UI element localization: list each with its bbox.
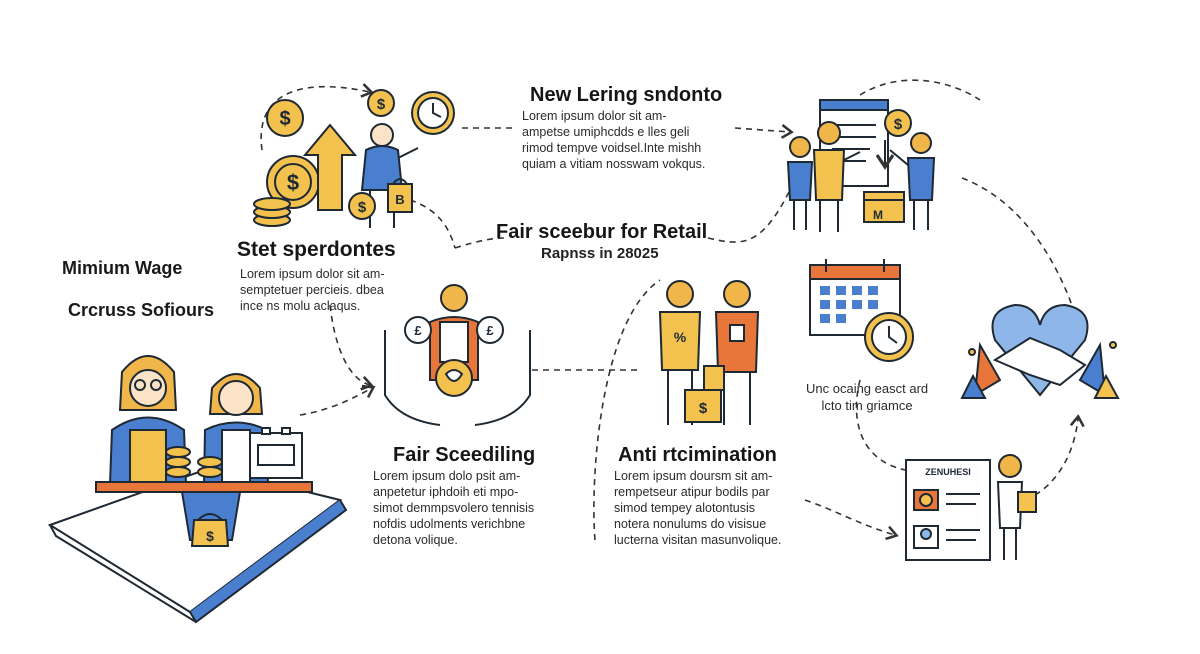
- svg-text:$: $: [358, 199, 367, 216]
- cashier-woman-icon: [108, 355, 188, 485]
- anti-discrimination-title: Anti rtcimination: [618, 444, 777, 466]
- dollar-coin-small-icon: $: [367, 89, 395, 117]
- connector-stet-up: [409, 199, 456, 249]
- fair-scheduling-title: Fair Sceediling: [393, 444, 536, 466]
- coin-stack-left-icon: [165, 446, 191, 478]
- connector-stet-down: [329, 304, 374, 391]
- calendar-caption: Unc ocaing easct ard lcto tim griamce: [806, 380, 928, 414]
- connector-newlearning-right: [734, 124, 794, 139]
- dollar-coin-board-icon: $: [884, 109, 912, 137]
- coin-stack-right-icon: [197, 456, 223, 478]
- cash-register-icon: [249, 427, 303, 479]
- fair-scheduling-illustration: £ £: [384, 284, 531, 426]
- svg-text:£: £: [486, 323, 494, 338]
- new-learning-title: New Lering sndonto: [530, 84, 723, 106]
- woman-figure-icon: [786, 136, 814, 230]
- connector-topleft: [260, 83, 374, 151]
- holding-hands-icon: [384, 330, 531, 426]
- businessman-icon: [360, 123, 419, 228]
- fair-scheduling-line: anpetetur iphdoih eti mpo-: [373, 485, 519, 499]
- cash-box-icon: $: [684, 365, 725, 423]
- svg-text:$: $: [699, 400, 708, 417]
- money-bag-icon: $: [190, 513, 230, 547]
- handshake-heart-illustration: [960, 303, 1120, 399]
- handshake-icon: [992, 336, 1087, 387]
- new-learning-line: Lorem ipsum dolor sit am-: [522, 109, 667, 123]
- dollar-coin-icon: $: [266, 99, 304, 137]
- calendar-caption-line: Unc ocaing easct ard: [806, 381, 929, 396]
- left-label-cross: Crcruss Sofiours: [68, 300, 215, 320]
- page-subtitle: Rapnss in 28025: [541, 245, 659, 262]
- fair-scheduling-line: detona volique.: [373, 533, 458, 547]
- fair-scheduling-line: simot demmpsvolero tennisis: [373, 501, 535, 515]
- pound-coin-left-icon: £: [404, 316, 432, 344]
- svg-text:M: M: [873, 208, 883, 222]
- notice-document-illustration: ZENUHESI: [905, 454, 1037, 561]
- svg-text:B: B: [395, 192, 404, 207]
- stet-line: ince ns molu aclaqus.: [240, 299, 361, 313]
- clock-icon: [411, 91, 455, 135]
- dollar-coin-bottom-icon: $: [348, 192, 376, 220]
- growth-arrow-icon: [302, 123, 358, 211]
- connector-retail-right: [707, 189, 791, 243]
- fair-scheduling-line: nofdis udolments verichbne: [373, 517, 526, 531]
- anti-discrimination-illustration: % $: [658, 280, 760, 425]
- anti-discrimination-line: notera nonulums do visisue: [614, 517, 767, 531]
- calendar-caption-line: lcto tim griamce: [821, 398, 913, 413]
- pound-coin-right-icon: £: [476, 316, 504, 344]
- connector-cashier-to-center: [299, 384, 376, 416]
- connector-retail-left: [454, 237, 506, 249]
- counter-top: [95, 481, 313, 493]
- svg-text:%: %: [674, 329, 687, 345]
- person-left-icon: %: [658, 280, 702, 425]
- svg-text:$: $: [377, 96, 386, 113]
- svg-text:$: $: [287, 170, 299, 195]
- fair-scheduling-line: Lorem ipsum dolo psit am-: [373, 469, 521, 483]
- svg-text:$: $: [894, 116, 903, 133]
- cashier-scene-illustration: $: [47, 355, 348, 624]
- connector-to-notice: [804, 499, 899, 541]
- man-figure-icon: [812, 121, 861, 232]
- connector-notice-up: [1034, 414, 1085, 496]
- coin-stack-icon: [253, 197, 291, 227]
- money-growth-illustration: $ $ $ $: [253, 89, 455, 228]
- new-learning-line: quiam a vitiam nosswam vokqus.: [522, 157, 706, 171]
- anti-discrimination-line: simod tempey alotontusis: [614, 501, 756, 515]
- connector-calendar-down: [855, 379, 906, 471]
- svg-text:$: $: [279, 108, 290, 130]
- new-learning-line: rimod tempve voidsel.Inte mishh: [522, 141, 702, 155]
- anti-discrimination-body: Lorem ipsum doursm sit am- rempetseur at…: [614, 468, 781, 548]
- new-learning-line: ampetse umiphcdds e lles geli: [522, 125, 690, 139]
- stet-body: Lorem ipsum dolor sit am- semptetuer per…: [240, 266, 385, 314]
- calendar-clock-illustration: [809, 259, 914, 362]
- alarm-clock-icon: [864, 312, 914, 362]
- anti-discrimination-line: rempetseur atipur bodils par: [614, 485, 770, 499]
- person-right-icon: [714, 280, 760, 425]
- svg-text:$: $: [206, 528, 214, 544]
- stet-line: semptetuer percieis. dbea: [240, 283, 384, 297]
- stet-line: Lorem ipsum dolor sit am-: [240, 267, 385, 281]
- anti-discrimination-line: lucterna visitan masunvolique.: [614, 533, 782, 547]
- svg-text:ZENUHESI: ZENUHESI: [925, 467, 971, 477]
- connector-right-arc: [961, 177, 1081, 331]
- new-learning-body: Lorem ipsum dolor sit am- ampetse umiphc…: [522, 108, 705, 172]
- anti-discrimination-line: Lorem ipsum doursm sit am-: [614, 469, 773, 483]
- cash-bundle-icon: M: [863, 191, 905, 223]
- svg-text:£: £: [414, 323, 422, 338]
- presenter-figure-icon: [889, 132, 936, 230]
- person-holding-icon: [996, 454, 1037, 560]
- connector-right-upper: [859, 79, 981, 101]
- connector-anti-vertical: [593, 279, 661, 541]
- dashed-connectors: [260, 79, 1085, 541]
- stet-title: Stet sperdontes: [237, 238, 396, 261]
- fair-scheduling-body: Lorem ipsum dolo psit am- anpetetur iphd…: [373, 468, 534, 548]
- left-label-minimum-wage: Mimium Wage: [62, 258, 183, 278]
- page-title: Fair sceebur for Retail: [496, 221, 708, 243]
- shopping-bag-icon: B: [387, 178, 413, 213]
- team-presentation-illustration: $ M: [786, 99, 936, 232]
